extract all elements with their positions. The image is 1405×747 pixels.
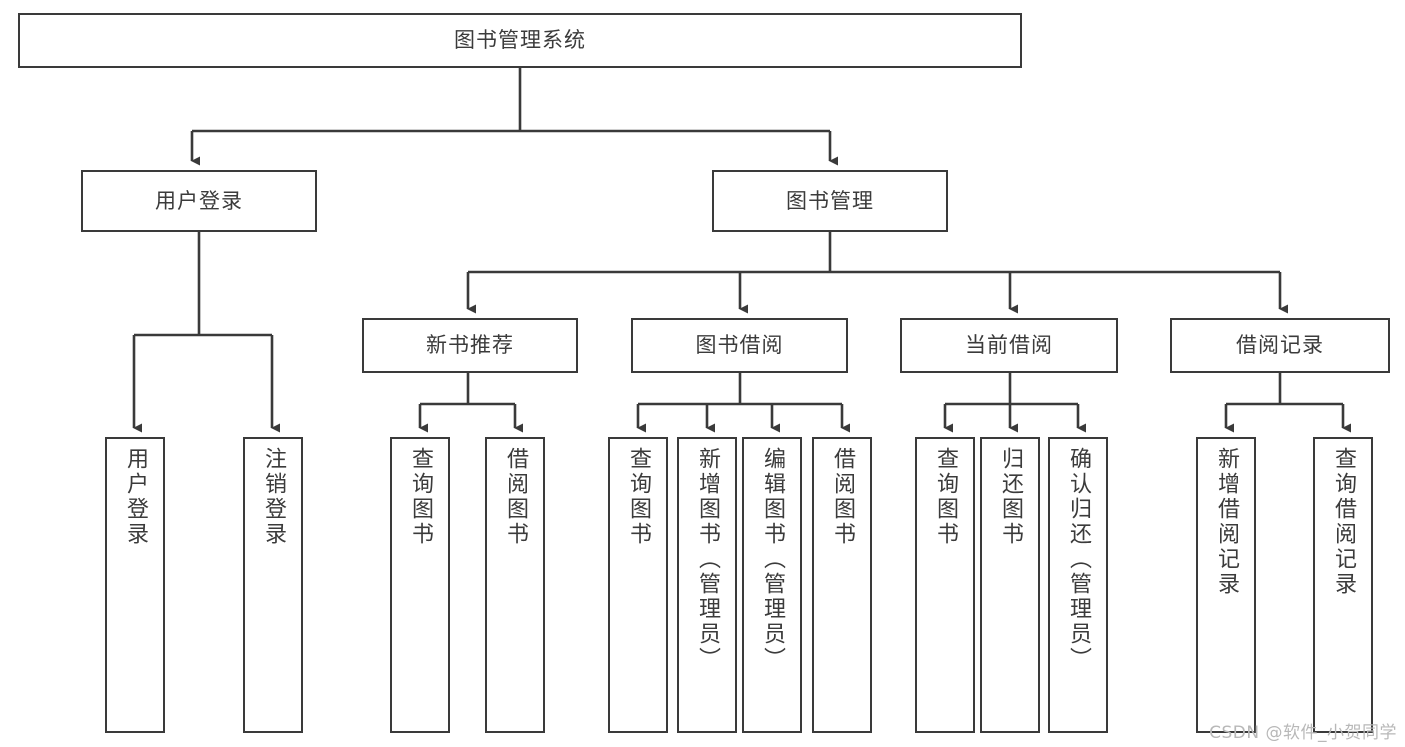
node-book-management[interactable]: 图书管理 (712, 170, 948, 232)
node-user-login[interactable]: 用户登录 (81, 170, 317, 232)
leaf-new-book-query-book[interactable]: 查询图书 (390, 437, 450, 733)
node-label: 新增图书（管理员） (695, 447, 720, 672)
leaf-current-borrow-query-book[interactable]: 查询图书 (915, 437, 975, 733)
node-new-book-recommend[interactable]: 新书推荐 (362, 318, 578, 373)
node-book-borrow[interactable]: 图书借阅 (631, 318, 848, 373)
node-label: 图书管理系统 (454, 28, 586, 53)
node-label: 新书推荐 (426, 333, 514, 358)
leaf-current-borrow-confirm-return-admin[interactable]: 确认归还（管理员） (1048, 437, 1108, 733)
leaf-user-login-login[interactable]: 用户登录 (105, 437, 165, 733)
node-label: 图书管理 (786, 188, 874, 213)
node-label: 用户登录 (123, 447, 148, 547)
node-label: 查询图书 (933, 447, 958, 547)
node-root-book-management-system[interactable]: 图书管理系统 (18, 13, 1022, 68)
node-label: 编辑图书（管理员） (760, 447, 785, 672)
node-label: 查询借阅记录 (1331, 447, 1356, 597)
node-label: 注销登录 (261, 447, 286, 547)
node-label: 借阅记录 (1236, 333, 1324, 358)
node-label: 当前借阅 (965, 333, 1053, 358)
csdn-watermark: CSDN @软件_小贺同学 (1209, 723, 1397, 743)
node-label: 新增借阅记录 (1214, 447, 1239, 597)
node-label: 查询图书 (626, 447, 651, 547)
node-label: 确认归还（管理员） (1066, 447, 1091, 672)
leaf-new-book-borrow-book[interactable]: 借阅图书 (485, 437, 545, 733)
node-label: 图书借阅 (695, 333, 784, 358)
node-label: 借阅图书 (830, 447, 855, 547)
node-current-borrow[interactable]: 当前借阅 (900, 318, 1118, 373)
node-label: 借阅图书 (503, 447, 528, 547)
node-label: 查询图书 (408, 447, 433, 547)
leaf-user-login-logout[interactable]: 注销登录 (243, 437, 303, 733)
leaf-borrow-record-add-record[interactable]: 新增借阅记录 (1196, 437, 1256, 733)
leaf-borrow-record-query-record[interactable]: 查询借阅记录 (1313, 437, 1373, 733)
leaf-book-borrow-borrow-book[interactable]: 借阅图书 (812, 437, 872, 733)
leaf-book-borrow-query-book[interactable]: 查询图书 (608, 437, 668, 733)
leaf-current-borrow-return-book[interactable]: 归还图书 (980, 437, 1040, 733)
node-label: 归还图书 (998, 447, 1023, 547)
node-borrow-record[interactable]: 借阅记录 (1170, 318, 1390, 373)
leaf-book-borrow-edit-book-admin[interactable]: 编辑图书（管理员） (742, 437, 802, 733)
leaf-book-borrow-add-book-admin[interactable]: 新增图书（管理员） (677, 437, 737, 733)
node-label: 用户登录 (155, 188, 243, 213)
